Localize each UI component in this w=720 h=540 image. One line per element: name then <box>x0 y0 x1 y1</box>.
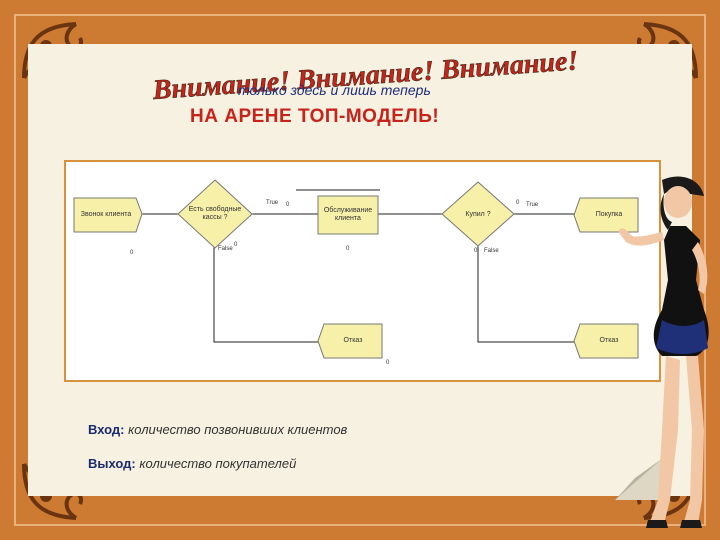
page-title: НА АРЕНЕ ТОП-МОДЕЛЬ! <box>190 106 440 127</box>
decide1-true-label: True <box>266 200 279 206</box>
connector-decide1-reject <box>213 246 318 343</box>
input-label: Вход: <box>88 422 125 437</box>
decide1-node <box>177 179 253 249</box>
connector-decide2-reject <box>477 246 574 343</box>
output-description: Выход: количество покупателей <box>88 456 296 471</box>
dispose-bottom-left-node <box>317 323 383 359</box>
output-text: количество покупателей <box>139 456 297 471</box>
decide2-node-label: Купил ? <box>465 211 491 218</box>
dispose-bottom-right-label: Отказ <box>599 337 619 344</box>
dispose-bottom-right-node <box>573 323 639 359</box>
create-counter: 0 <box>130 250 134 256</box>
decide1-node-label: Есть свободные кассы ? <box>188 206 242 221</box>
process-node-label: Обслуживание клиента <box>323 207 373 222</box>
dispose-bottom-counter: 0 <box>386 360 390 366</box>
create-node-label: Звонок клиента <box>80 211 132 218</box>
decide2-true-counter: 0 <box>516 200 520 206</box>
dispose-top-node <box>573 197 639 233</box>
headline-graphic: Внимание! Внимание! Внимание! <box>151 45 580 100</box>
page-curl-graphic <box>615 458 663 500</box>
create-node <box>73 197 143 233</box>
process-diagram: Звонок клиента Есть свободные кассы ? Об… <box>64 160 661 382</box>
decide1-false-label: False <box>218 246 233 252</box>
process-counter: 0 <box>346 246 350 252</box>
model-illustration <box>618 176 709 528</box>
process-node <box>317 195 379 235</box>
decide2-true-label: True <box>526 202 539 208</box>
decide2-false-counter: 0 <box>474 248 478 254</box>
decide1-false-counter: 0 <box>234 242 238 248</box>
decide2-node <box>441 181 515 247</box>
dispose-bottom-left-label: Отказ <box>343 337 363 344</box>
output-label: Выход: <box>88 456 136 471</box>
diagram-canvas <box>73 179 639 359</box>
subtitle: только здесь и лишь теперь <box>238 82 431 98</box>
input-description: Вход: количество позвонивших клиентов <box>88 422 347 437</box>
decide1-true-counter: 0 <box>286 202 290 208</box>
dispose-top-label: Покупка <box>595 211 623 218</box>
input-text: количество позвонивших клиентов <box>128 422 348 437</box>
decide2-false-label: False <box>484 248 499 254</box>
